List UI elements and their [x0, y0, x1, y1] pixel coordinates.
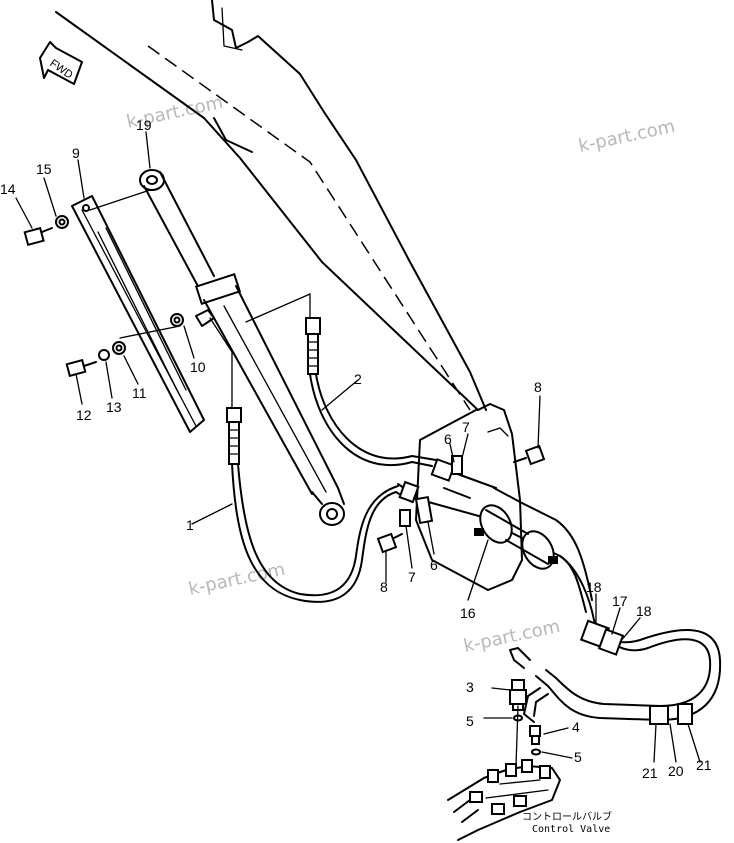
callout-16: 16 [460, 605, 476, 621]
callout-15: 15 [36, 161, 52, 177]
watermark-2: k-part.com [577, 116, 677, 157]
callout-7-bottom: 7 [408, 569, 416, 585]
control-valve [447, 705, 561, 841]
callout-12: 12 [76, 407, 92, 423]
callout-10: 10 [190, 359, 206, 375]
callout-11: 11 [132, 385, 147, 401]
callout-8-bottom: 8 [380, 579, 388, 595]
callout-9: 9 [72, 145, 80, 161]
callout-19: 19 [136, 117, 152, 133]
callout-7-top: 7 [462, 419, 470, 435]
boom [55, 0, 523, 591]
callout-6-bottom: 6 [430, 557, 438, 573]
guard-plate [71, 195, 205, 433]
return-hose [509, 555, 722, 725]
callout-13: 13 [106, 399, 122, 415]
callout-3: 3 [466, 679, 474, 695]
bolt-8-top [513, 444, 546, 466]
hose-2 [305, 317, 437, 467]
bolt-14 [23, 226, 53, 247]
leader-lines [15, 131, 701, 763]
callout-6-top: 6 [444, 431, 452, 447]
callout-20: 20 [668, 763, 684, 779]
bolt-12 [65, 358, 97, 378]
boom-cylinder [139, 169, 345, 526]
watermark-4: k-part.com [462, 616, 562, 657]
callout-8-top: 8 [534, 379, 542, 395]
fwd-arrow: FWD [39, 41, 83, 85]
callout-17: 17 [612, 593, 628, 609]
washer-13 [98, 349, 110, 361]
callout-5-left: 5 [466, 713, 474, 729]
callout-4: 4 [572, 719, 580, 735]
callout-21-left: 21 [642, 765, 658, 781]
clamp-7-top [451, 455, 463, 475]
clamp-7-bottom [399, 509, 411, 527]
clamp-assembly-16 [474, 504, 558, 570]
bolt-8-bottom [376, 532, 403, 554]
callout-18-right: 18 [636, 603, 652, 619]
elbow-4 [523, 687, 549, 745]
callout-21-right: 21 [696, 757, 712, 773]
callout-2: 2 [354, 371, 362, 387]
callout-1: 1 [186, 517, 194, 533]
callout-14: 14 [0, 181, 16, 197]
plate-6 [414, 495, 434, 525]
control-valve-jp-label: コントロールバルブ [522, 810, 612, 823]
adapter-3 [509, 679, 527, 711]
callout-5-right: 5 [574, 749, 582, 765]
control-valve-en-label: Control Valve [532, 824, 610, 835]
nut-10 [170, 313, 184, 327]
o-ring-5-right [531, 748, 541, 756]
callout-18-left: 18 [586, 579, 602, 595]
